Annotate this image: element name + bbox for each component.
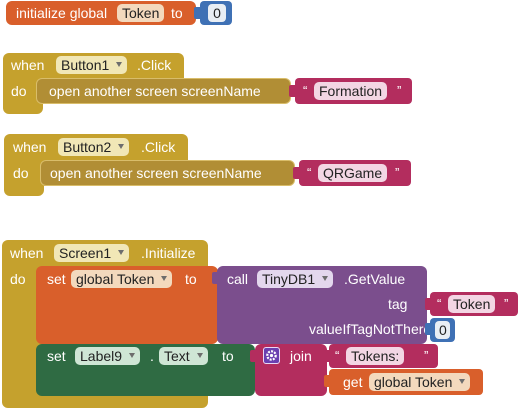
chevron-down-icon — [161, 276, 168, 281]
tinydb-component-name: TinyDB1 — [262, 271, 316, 287]
screen-name-value[interactable]: QRGame — [318, 164, 388, 182]
to-label: to — [185, 271, 197, 287]
join-label: join — [290, 348, 312, 364]
number-value[interactable]: 0 — [435, 321, 450, 339]
do-label: do — [11, 83, 27, 99]
set-label: set — [47, 348, 66, 364]
close-quote: ” — [397, 83, 402, 98]
close-quote: ” — [395, 165, 400, 180]
value-if-tag-not-there-label: valueIfTagNotThere — [309, 321, 432, 337]
set-variable-dropdown[interactable]: global Token — [71, 270, 173, 288]
initialize-global-label: initialize global — [16, 5, 108, 21]
to-label: to — [171, 5, 183, 21]
chevron-down-icon — [196, 353, 203, 358]
chevron-down-icon — [322, 276, 329, 281]
screen-name-value[interactable]: Formation — [314, 82, 388, 100]
connector-notch — [425, 323, 431, 335]
connector-notch — [194, 7, 200, 19]
connector-notch — [293, 167, 299, 179]
do-label: do — [10, 271, 26, 287]
open-quote: “ — [335, 348, 340, 363]
chevron-down-icon — [459, 379, 466, 384]
dot-separator: . — [150, 348, 154, 364]
chevron-down-icon — [118, 250, 125, 255]
open-quote: “ — [303, 83, 308, 98]
number-value[interactable]: 0 — [208, 4, 226, 22]
chevron-down-icon — [129, 353, 136, 358]
join-text-value[interactable]: Tokens: — [346, 347, 405, 365]
button2-component-dropdown[interactable]: Button2 — [58, 138, 130, 156]
button1-component-dropdown[interactable]: Button1 — [56, 56, 128, 74]
event-bottom-bar — [4, 180, 44, 196]
click-event-label: .Click — [141, 139, 176, 155]
chevron-down-icon — [118, 144, 125, 149]
initialize-global-block[interactable] — [6, 1, 196, 25]
set-label: set — [47, 271, 66, 287]
connector-notch — [425, 298, 431, 310]
connector-notch — [212, 272, 218, 284]
label9-component-dropdown[interactable]: Label9 — [75, 347, 141, 365]
close-quote: ” — [424, 348, 429, 363]
connector-notch — [289, 85, 295, 97]
do-label: do — [13, 165, 29, 181]
open-quote: “ — [437, 296, 442, 311]
get-variable-name: global Token — [374, 374, 453, 390]
tag-label: tag — [388, 296, 408, 312]
set-label9-text-block[interactable] — [36, 344, 255, 396]
gear-icon[interactable] — [263, 347, 280, 364]
when-label: when — [11, 57, 45, 73]
getvalue-method-label: .GetValue — [344, 271, 406, 287]
initialize-event-label: .Initialize — [141, 245, 196, 261]
button2-component-name: Button2 — [63, 139, 112, 155]
call-label: call — [227, 271, 249, 287]
get-variable-dropdown[interactable]: global Token — [369, 373, 471, 391]
open-another-screen-block[interactable] — [36, 78, 291, 104]
tag-value[interactable]: Token — [448, 295, 496, 313]
when-label: when — [13, 139, 47, 155]
when-label: when — [10, 245, 44, 261]
get-label: get — [343, 374, 363, 390]
label9-component-name: Label9 — [80, 348, 123, 364]
open-another-screen-block[interactable] — [40, 160, 295, 186]
variable-name-field[interactable]: Token — [117, 4, 165, 22]
to-label: to — [222, 348, 234, 364]
chevron-down-icon — [116, 62, 123, 67]
screen1-component-dropdown[interactable]: Screen1 — [54, 244, 130, 262]
open-quote: “ — [307, 165, 312, 180]
tinydb-component-dropdown[interactable]: TinyDB1 — [257, 270, 334, 288]
connector-notch — [324, 375, 330, 387]
text-property-name: Text — [164, 348, 190, 364]
open-another-screen-label: open another screen screenName — [50, 165, 262, 181]
event-bottom-bar — [3, 96, 43, 114]
screen1-component-name: Screen1 — [59, 245, 112, 261]
text-property-dropdown[interactable]: Text — [159, 347, 208, 365]
connector-notch — [324, 350, 330, 362]
close-quote: ” — [504, 296, 509, 311]
open-another-screen-label: open another screen screenName — [49, 83, 261, 99]
connector-notch — [250, 350, 256, 362]
set-variable-name: global Token — [76, 271, 155, 287]
button1-component-name: Button1 — [61, 57, 110, 73]
click-event-label: .Click — [137, 57, 172, 73]
